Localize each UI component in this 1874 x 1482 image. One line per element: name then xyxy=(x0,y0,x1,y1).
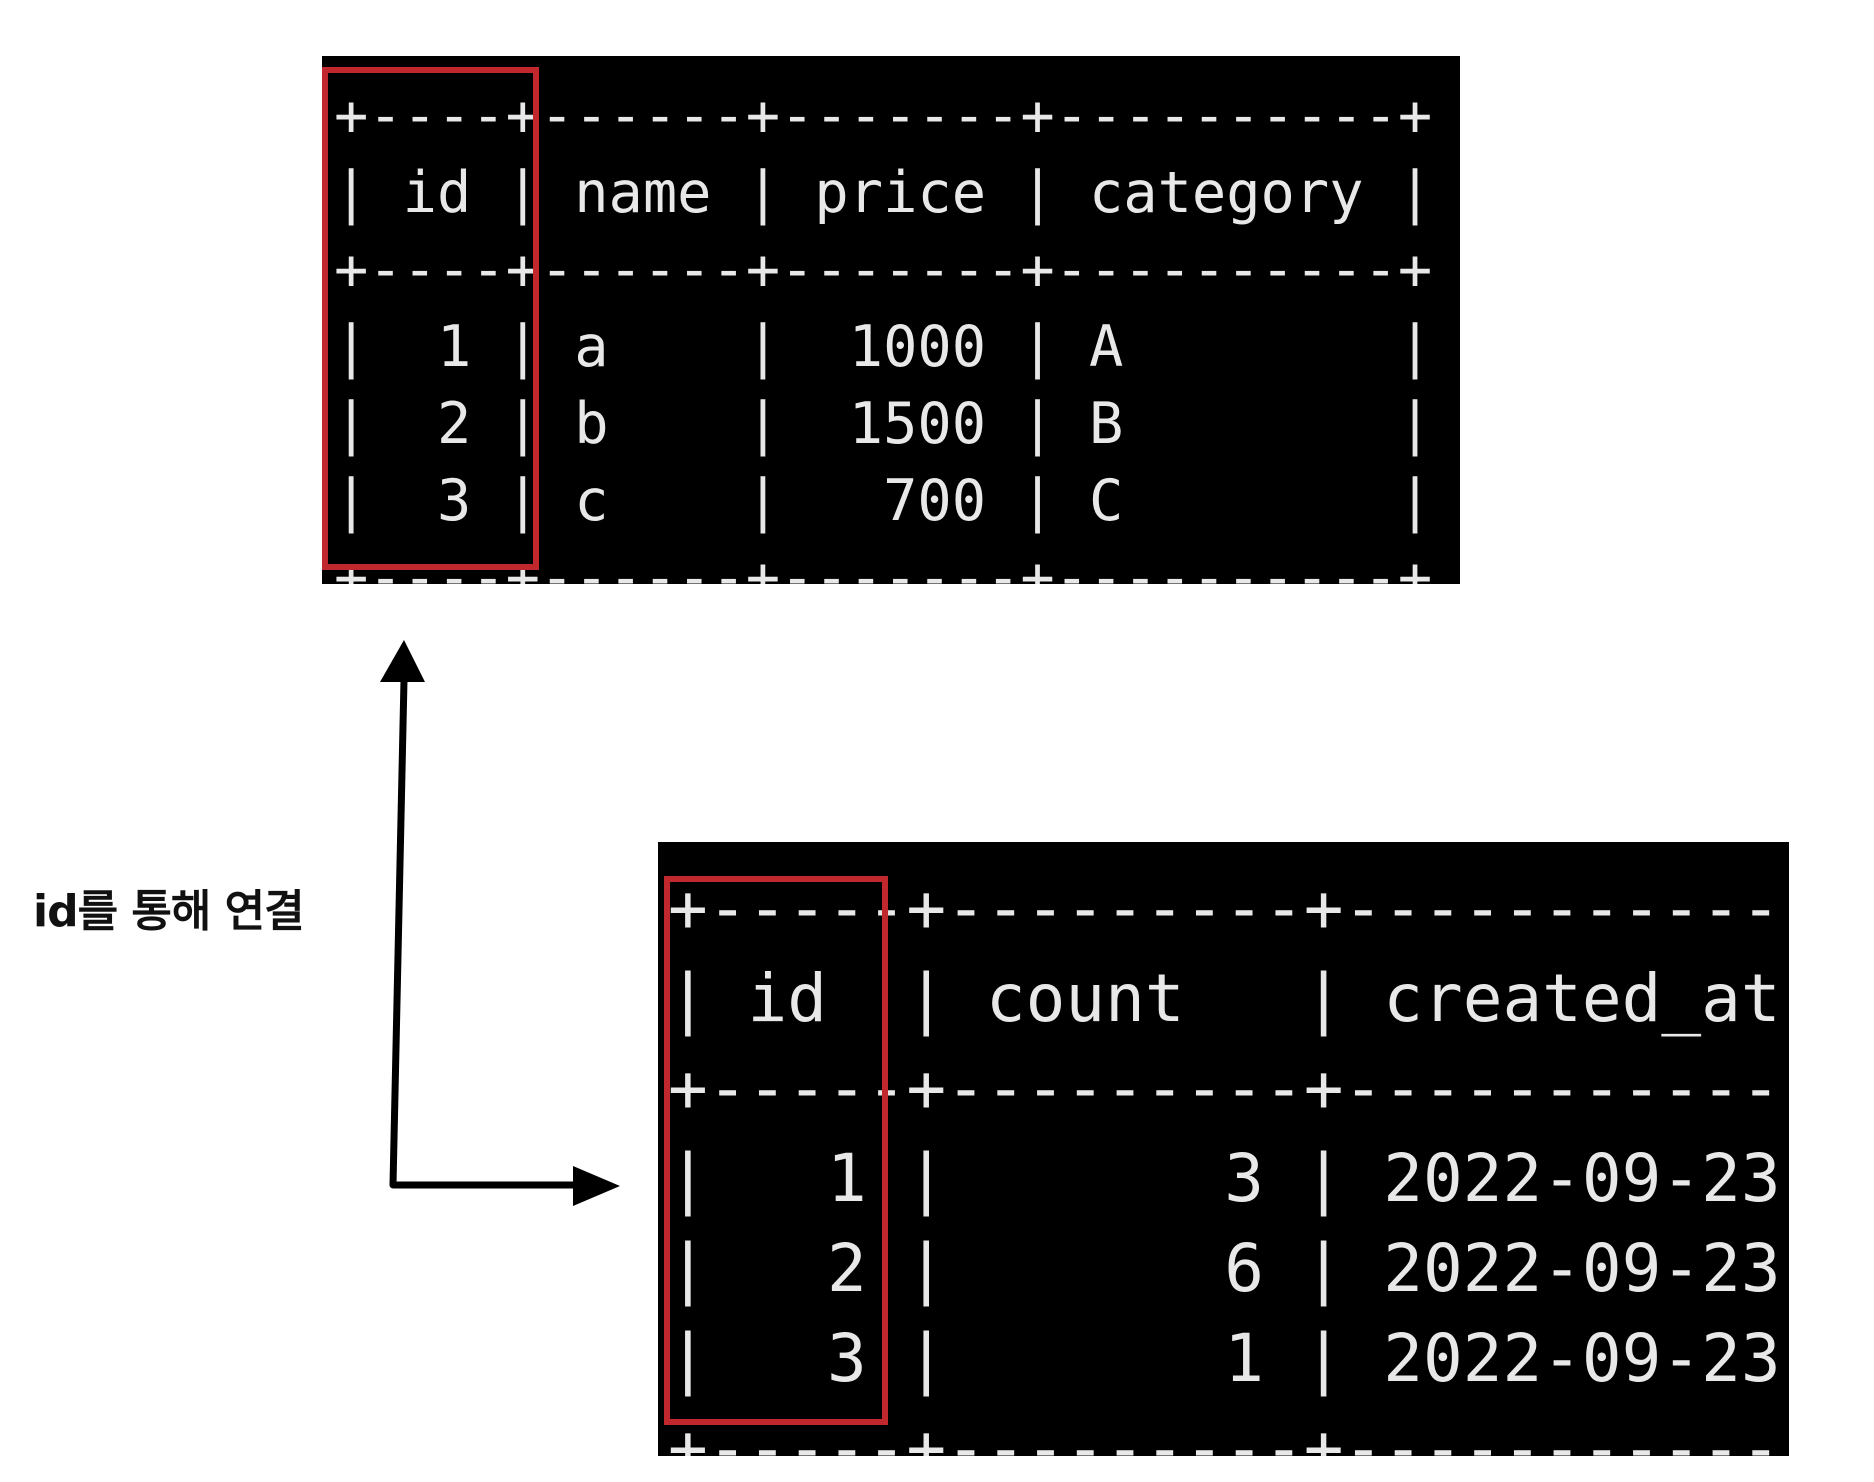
products-table-text: +----+------+-------+----------+ | id | … xyxy=(334,83,1433,584)
orders-id-column-highlight xyxy=(664,876,888,1425)
arrow-right-head xyxy=(573,1166,620,1206)
products-id-column-highlight xyxy=(322,67,539,570)
link-caption: id를 통해 연결 xyxy=(33,886,305,937)
connector-line xyxy=(389,679,580,1189)
products-table: +----+------+-------+----------+ | id | … xyxy=(322,56,1460,584)
arrow-up-head xyxy=(380,640,425,682)
orders-table-text: +-----+---------+------------+ | id | co… xyxy=(668,870,1789,1456)
orders-table: +-----+---------+------------+ | id | co… xyxy=(658,842,1789,1456)
